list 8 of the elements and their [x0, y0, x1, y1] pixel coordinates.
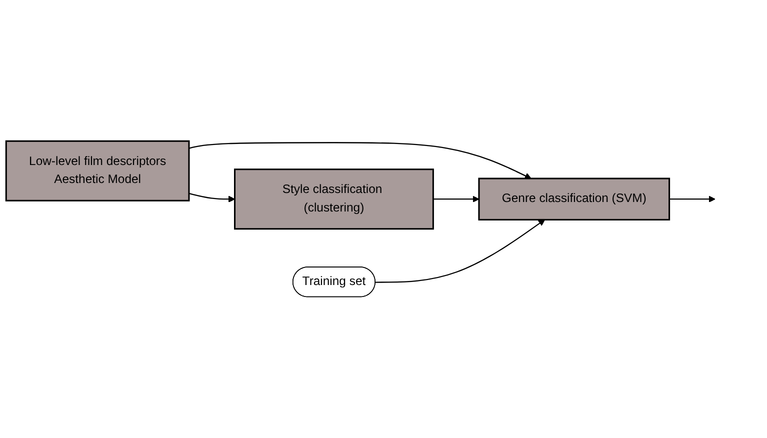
arrow — [433, 196, 480, 202]
arrow — [188, 192, 236, 202]
node-box: Style classification (clustering) — [234, 168, 434, 230]
node-box: Low-level film descriptors Aesthetic Model — [5, 140, 190, 202]
arrow — [669, 196, 716, 202]
node-box: Genre classification (SVM) — [478, 178, 670, 221]
arrow — [188, 142, 532, 179]
arrow — [375, 219, 546, 283]
